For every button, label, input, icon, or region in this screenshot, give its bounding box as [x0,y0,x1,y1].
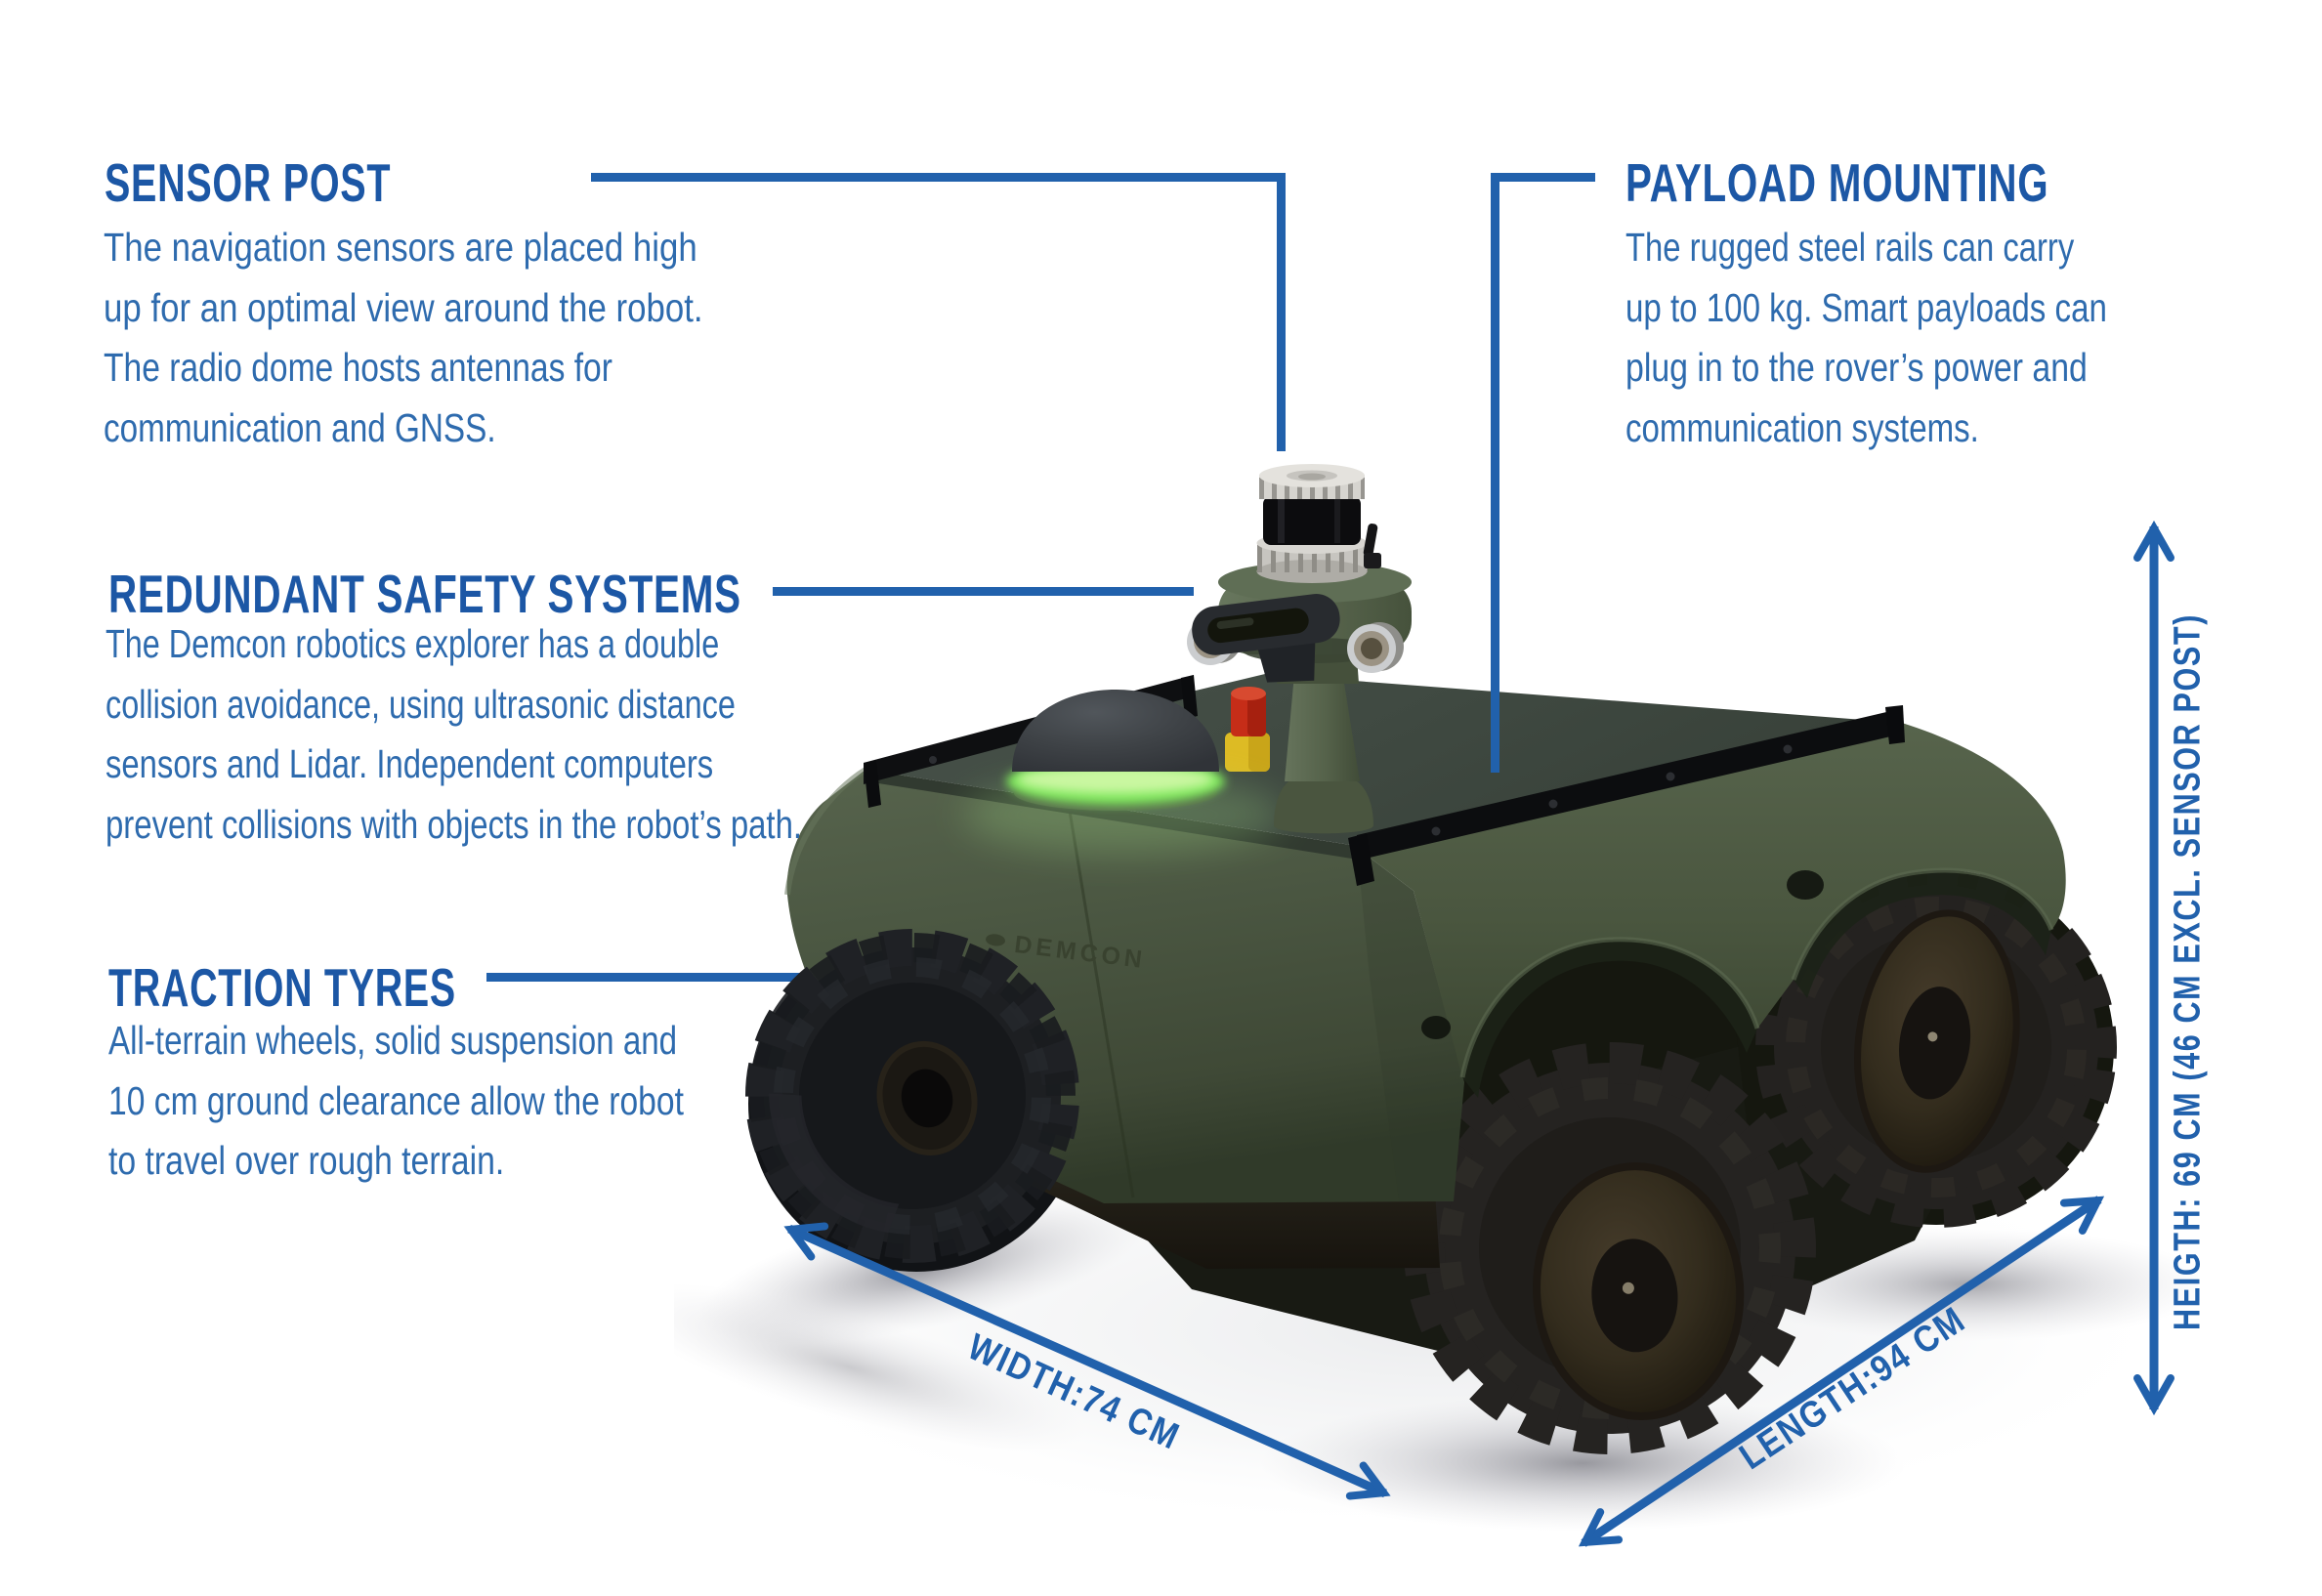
stereo-camera [1192,594,1340,683]
sensor-post-title: SENSOR POST [105,152,392,213]
text-line: prevent collisions with objects in the r… [106,801,803,847]
payload-mounting-title: PAYLOAD MOUNTING [1625,152,2049,213]
radio-dome [962,690,1285,854]
length-dimension-arrow [1578,1196,2105,1547]
estop-button [1225,687,1270,772]
lidar-sensor [1256,464,1381,583]
text-line: 10 cm ground clearance allow the robot [108,1077,684,1123]
text-line: All-terrain wheels, solid suspension and [108,1018,678,1063]
text-line: communication systems. [1625,404,1979,450]
sensor-post-connector-line-h [591,173,1286,182]
text-line: communication and GNSS. [104,404,496,450]
text-line: to travel over rough terrain. [108,1138,505,1183]
sensor-post-connector-line-v [1277,173,1286,451]
width-dimension-arrow [783,1222,1391,1500]
redundant-safety-description: The Demcon robotics explorer has a doubl… [106,614,973,855]
traction-tyres-description: All-terrain wheels, solid suspension and… [108,1011,812,1192]
text-line: The radio dome hosts antennas for [104,345,612,390]
payload-mounting-connector-line-v [1491,173,1499,773]
rear-right-wheel [1755,866,2117,1228]
redundant-safety-connector-line [773,587,1194,596]
dome-shell [1012,690,1219,772]
text-line: sensors and Lidar. Independent computers [106,741,714,786]
text-line: The rugged steel rails can carry [1625,225,2075,270]
payload-mounting-connector-line-h [1491,173,1595,182]
text-line: The Demcon robotics explorer has a doubl… [106,621,720,666]
ultrasonic-sensor-right [1347,622,1404,673]
text-line: up for an optimal view around the robot. [104,284,703,330]
height-dimension-label: HEIGTH: 69 CM (46 CM EXCL. SENSOR POST) [2167,613,2209,1330]
sensor-post-assembly [1187,464,1412,834]
text-line: The navigation sensors are placed high [104,225,697,270]
traction-tyres-connector-line [486,973,840,982]
text-line: collision avoidance, using ultrasonic di… [106,681,736,727]
front-left-wheel [745,929,1079,1263]
payload-mounting-description: The rugged steel rails can carry up to 1… [1625,218,2222,458]
traction-tyres-title: TRACTION TYRES [108,957,456,1018]
text-line: plug in to the rover’s power and [1625,345,2088,390]
text-line: up to 100 kg. Smart payloads can [1625,284,2107,330]
redundant-safety-title: REDUNDANT SAFETY SYSTEMS [108,564,741,624]
sensor-post-description: The navigation sensors are placed high u… [104,218,810,458]
